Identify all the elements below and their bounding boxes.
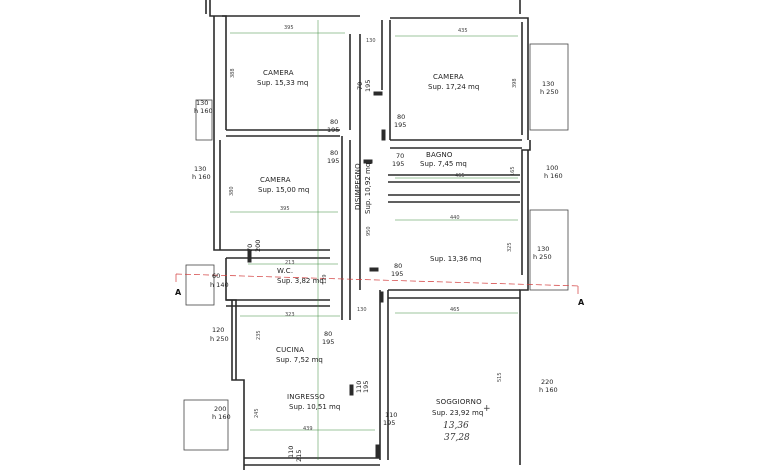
opening-height: h 160 xyxy=(539,386,558,394)
door-height: 195 xyxy=(327,157,340,165)
dimension-label: 323 xyxy=(285,312,295,318)
section-marker-left: A xyxy=(175,288,182,297)
door-height: 195 xyxy=(364,79,372,92)
door-width: 80 xyxy=(397,113,406,121)
dimension-label: 435 xyxy=(458,28,468,34)
door-height: 195 xyxy=(322,338,335,346)
dimension-label: 465 xyxy=(455,173,465,179)
room-name-disimpegno: DISIMPEGNO xyxy=(354,163,362,210)
dimension-label: 325 xyxy=(507,242,513,252)
door-width: 70 xyxy=(396,152,405,160)
door-height: 195 xyxy=(391,270,404,278)
dimension-label: 165 xyxy=(510,166,516,176)
door-width: 80 xyxy=(394,262,403,270)
dimension-label: 129 xyxy=(322,274,328,284)
opening-width: 100 xyxy=(546,164,559,172)
opening-height: h 160 xyxy=(212,413,231,421)
dimension-lines xyxy=(230,20,518,460)
opening-height: h 250 xyxy=(540,88,559,96)
opening-height: h 160 xyxy=(544,172,563,180)
room-name-cucina: CUCINA xyxy=(276,346,305,354)
room-area-soggiorno: Sup. 23,92 mq xyxy=(432,409,484,417)
dimension-label: 380 xyxy=(229,186,235,196)
dimension-label: 235 xyxy=(256,330,262,340)
opening-height: h 250 xyxy=(210,335,229,343)
room-area-disimpegno: Sup. 10,92 mq xyxy=(364,162,372,214)
handwritten-plus: + xyxy=(483,404,491,414)
room-name-ingresso: INGRESSO xyxy=(287,393,326,401)
dimension-label: 439 xyxy=(303,426,313,432)
opening-width: 60 xyxy=(212,272,221,280)
room-name-camera-3: CAMERA xyxy=(260,176,291,184)
door-width: 80 xyxy=(330,118,339,126)
opening-width: 130 xyxy=(542,80,555,88)
opening-width: 200 xyxy=(214,405,227,413)
room-name-camera-2: CAMERA xyxy=(433,73,464,81)
handwritten-sum-top: 13,36 xyxy=(443,421,469,431)
room-area-bagno: Sup. 7,45 mq xyxy=(420,160,467,168)
door-height: 195 xyxy=(394,121,407,129)
opening-width: 220 xyxy=(541,378,554,386)
dimension-label: 515 xyxy=(497,372,503,382)
room-area-camera-1: Sup. 15,33 mq xyxy=(257,79,309,87)
door-width: 110 xyxy=(287,445,295,458)
dimension-label: 130 xyxy=(366,38,376,44)
section-line xyxy=(175,273,581,294)
dimension-label: 440 xyxy=(450,215,460,221)
dimension-label: 395 xyxy=(280,206,290,212)
door-width: 80 xyxy=(324,330,333,338)
walls xyxy=(205,0,531,470)
door-width: 70 xyxy=(356,81,364,90)
room-area-camera-3: Sup. 15,00 mq xyxy=(258,186,310,194)
door-width: 110 xyxy=(385,411,398,419)
door-marks xyxy=(247,91,386,458)
door-width: 80 xyxy=(330,149,339,157)
door-height: 195 xyxy=(362,380,370,393)
opening-width: 130 xyxy=(194,165,207,173)
room-area-camera-4: Sup. 13,36 mq xyxy=(430,255,482,263)
room-area-camera-2: Sup. 17,24 mq xyxy=(428,83,480,91)
opening-height: h 160 xyxy=(192,173,211,181)
dimension-label: 950 xyxy=(366,226,372,236)
dimension-label: 388 xyxy=(230,68,236,78)
room-area-cucina: Sup. 7,52 mq xyxy=(276,356,323,364)
door-height: 195 xyxy=(383,419,396,427)
handwritten-sum-bottom: 37,28 xyxy=(444,433,470,443)
door-height: 215 xyxy=(295,449,303,462)
opening-width: 120 xyxy=(212,326,225,334)
door-width: 70 xyxy=(246,243,254,252)
dimension-label: 465 xyxy=(450,307,460,313)
door-height: 195 xyxy=(392,160,405,168)
section-marker-right: A xyxy=(578,298,585,307)
dimension-label: 130 xyxy=(357,307,367,313)
room-area-ingresso: Sup. 10,51 mq xyxy=(289,403,341,411)
opening-width: 130 xyxy=(537,245,550,253)
dimension-label: 395 xyxy=(284,25,294,31)
room-area-wc: Sup. 3,82 mq xyxy=(277,277,324,285)
room-name-bagno: BAGNO xyxy=(426,151,453,159)
opening-width: 130 xyxy=(196,99,209,107)
room-name-camera-1: CAMERA xyxy=(263,69,294,77)
room-name-wc: W.C. xyxy=(277,267,294,275)
dimension-label: 245 xyxy=(254,408,260,418)
door-height: 195 xyxy=(327,126,340,134)
opening-height: h 160 xyxy=(194,107,213,115)
window-frames xyxy=(183,43,569,451)
opening-height: h 250 xyxy=(533,253,552,261)
dimension-label: 398 xyxy=(512,78,518,88)
room-name-soggiorno: SOGGIORNO xyxy=(436,398,482,406)
opening-height: h 140 xyxy=(210,281,229,289)
door-height: 200 xyxy=(254,239,262,252)
dimension-label: 213 xyxy=(285,260,295,266)
